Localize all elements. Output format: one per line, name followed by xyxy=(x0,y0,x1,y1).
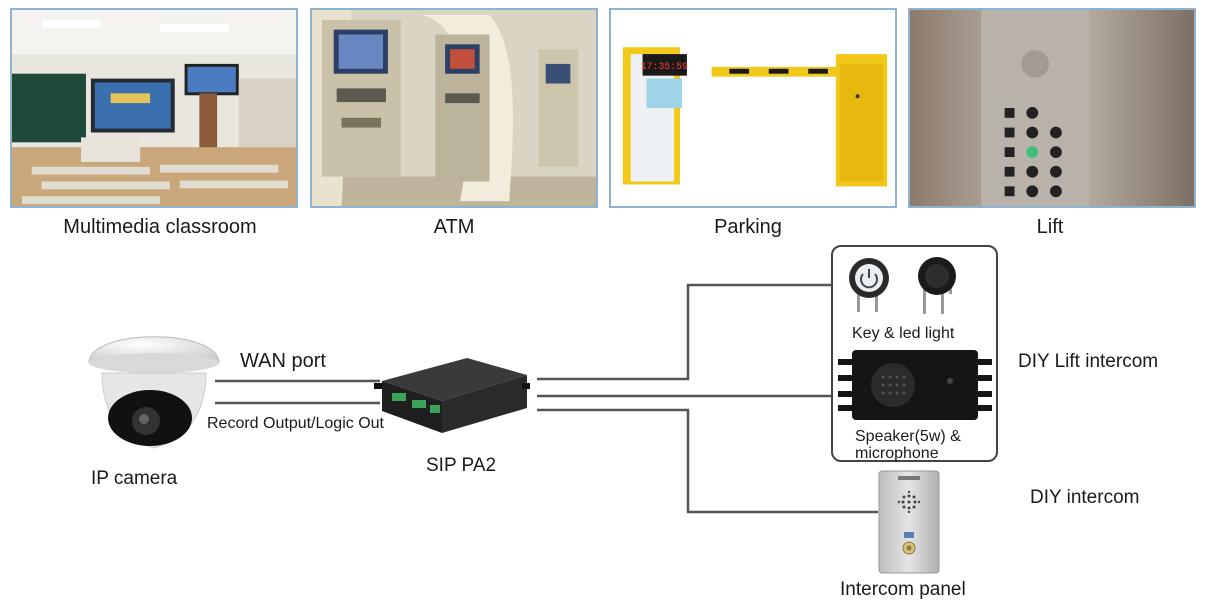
caption-parking: Parking xyxy=(714,216,782,238)
intercom-panel-label: Intercom panel xyxy=(840,579,966,600)
key-led-button xyxy=(845,252,975,317)
caption-atm: ATM xyxy=(433,216,475,238)
sip-pa2-device xyxy=(372,353,532,438)
diy-intercom-label: DIY intercom xyxy=(1030,487,1140,508)
parking-clock: 17:35:59 xyxy=(641,61,688,72)
ip-camera-label: IP camera xyxy=(91,468,178,489)
intercom-panel xyxy=(878,470,940,574)
lift-photo xyxy=(908,8,1196,208)
speaker-label-line1: Speaker(5w) & xyxy=(855,428,961,445)
classroom-photo xyxy=(10,8,298,208)
record-output-label: Record Output/Logic Out xyxy=(207,415,384,432)
parking-photo: 17:35:59 xyxy=(609,8,897,208)
ip-camera xyxy=(84,333,224,453)
atm-photo xyxy=(310,8,598,208)
caption-multimedia-classroom: Multimedia classroom xyxy=(63,216,257,238)
wan-port-label: WAN port xyxy=(240,350,326,372)
key-wire xyxy=(537,283,842,381)
caption-lift: Lift xyxy=(1036,216,1064,238)
panel-wire xyxy=(537,408,878,514)
key-led-label: Key & led light xyxy=(852,325,955,342)
diy-lift-intercom-label: DIY Lift intercom xyxy=(1018,351,1159,372)
speaker-microphone xyxy=(838,347,994,423)
sip-pa2-label: SIP PA2 xyxy=(426,455,497,476)
speaker-label-line2: microphone xyxy=(855,445,939,462)
